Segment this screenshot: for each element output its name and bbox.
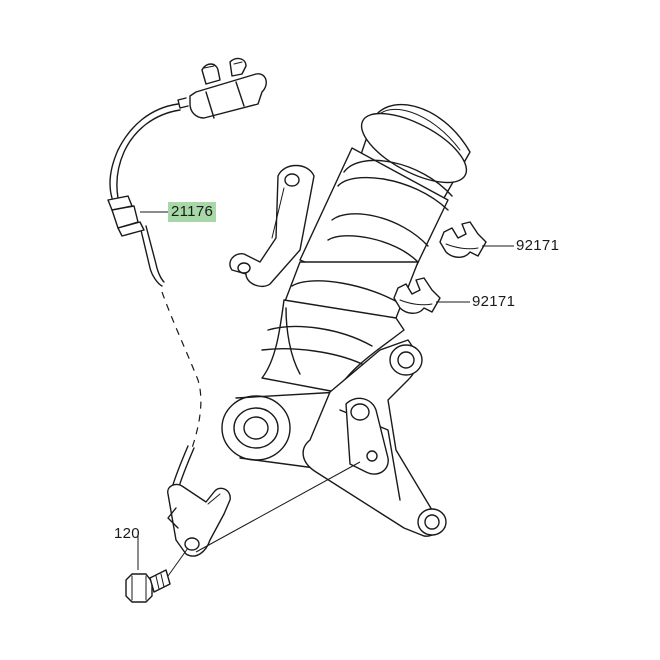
assembly-guides [167, 461, 361, 577]
fender-mount-bracket [229, 164, 315, 288]
callout-92171-upper-label[interactable]: 92171 [516, 237, 560, 254]
sensor-cable [109, 103, 202, 491]
callout-leaders [137, 211, 514, 570]
callout-21176-label[interactable]: 21176 [168, 202, 217, 222]
sensor-grommet [107, 195, 145, 237]
sensor-head [167, 483, 231, 557]
sensor-connector [177, 57, 267, 119]
fork-outer-tube [283, 103, 471, 319]
axle-boss [221, 391, 341, 471]
clip-upper-shape [439, 221, 487, 258]
callout-92171-lower-label[interactable]: 92171 [472, 293, 516, 310]
bolt-shape [125, 569, 171, 603]
caliper-bracket-arm [302, 339, 447, 537]
callout-120-label[interactable]: 120 [114, 525, 140, 542]
clip-lower-shape [393, 277, 441, 314]
